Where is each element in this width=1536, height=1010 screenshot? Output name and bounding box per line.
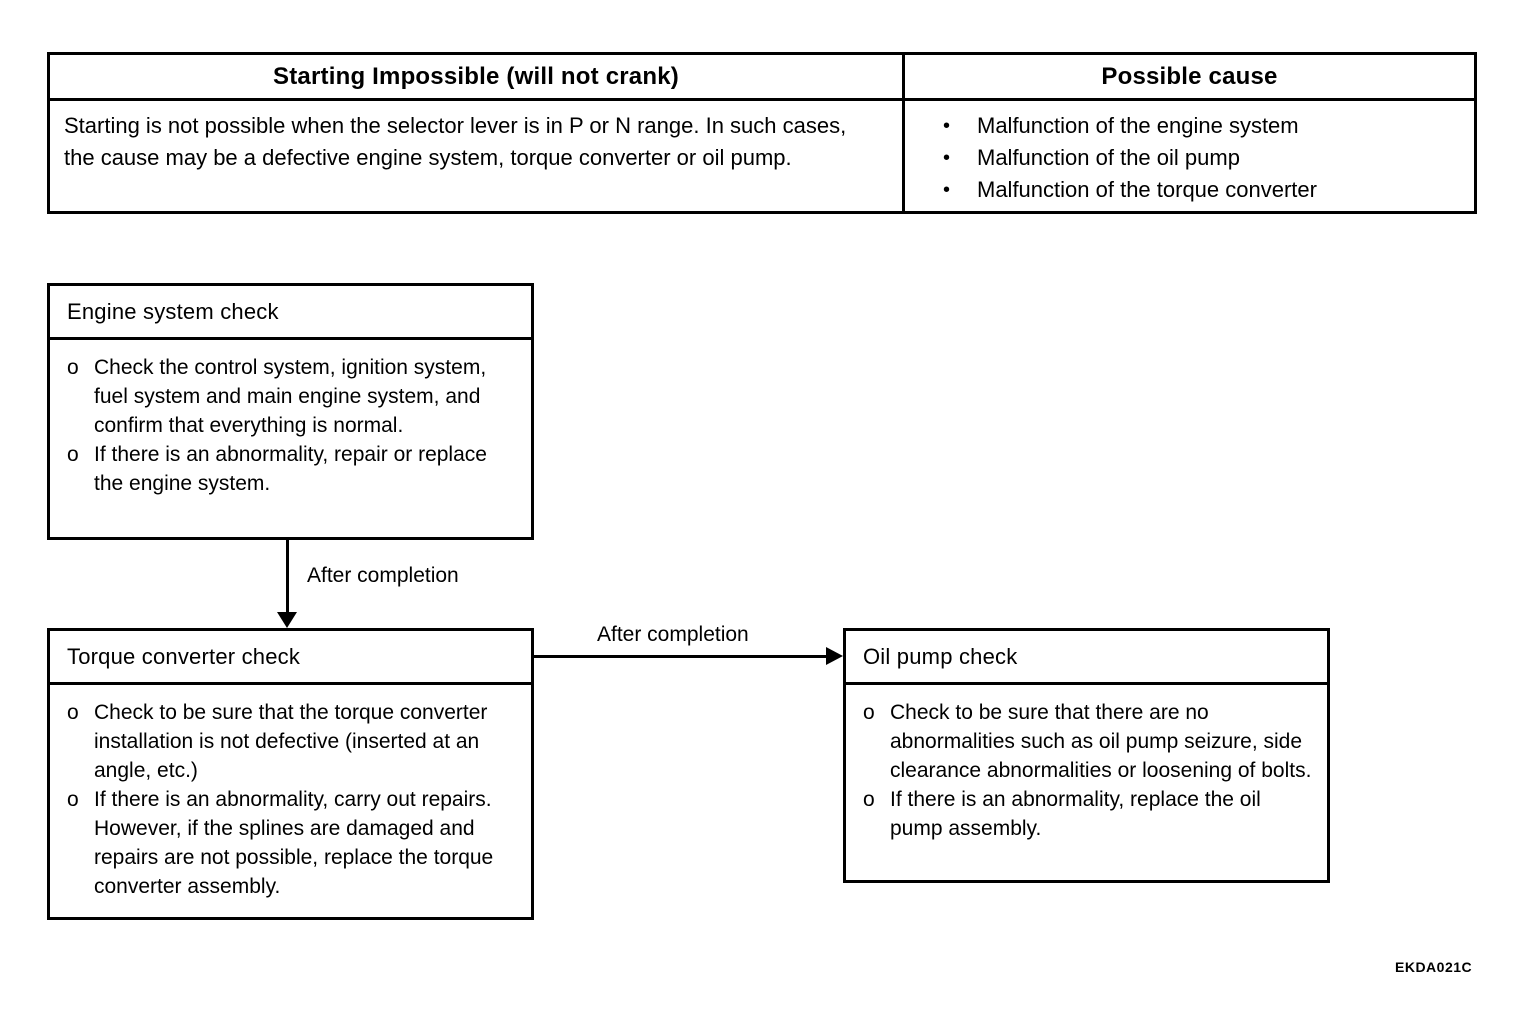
symptom-cause-table: Starting Impossible (will not crank) Pos… (47, 52, 1477, 214)
engine-check-steps: o Check the control system, ignition sys… (50, 340, 531, 514)
symptom-column-header: Starting Impossible (will not crank) (50, 55, 905, 101)
oil-pump-check-title: Oil pump check (846, 631, 1327, 685)
step-text: If there is an abnormality, repair or re… (94, 443, 487, 495)
step-text: Check to be sure that there are no abnor… (890, 701, 1312, 782)
check-step: o Check the control system, ignition sys… (67, 353, 519, 440)
torque-check-steps: o Check to be sure that the torque conve… (50, 685, 531, 917)
step-marker: o (67, 788, 79, 811)
check-step: o Check to be sure that the torque conve… (67, 698, 519, 785)
step-text: If there is an abnormality, replace the … (890, 788, 1261, 840)
step-text: Check the control system, ignition syste… (94, 356, 487, 437)
arrow-right-line (534, 655, 830, 658)
cause-list-item: • Malfunction of the engine system (943, 110, 1464, 142)
figure-code: EKDA021C (1395, 959, 1473, 975)
symptom-description: Starting is not possible when the select… (50, 101, 905, 211)
check-step: o If there is an abnormality, carry out … (67, 785, 519, 901)
oil-pump-check-box: Oil pump check o Check to be sure that t… (843, 628, 1330, 883)
step-marker: o (863, 788, 875, 811)
cause-text: Malfunction of the oil pump (977, 145, 1240, 170)
cause-text: Malfunction of the torque converter (977, 177, 1317, 202)
cause-list-item: • Malfunction of the torque converter (943, 174, 1464, 206)
after-completion-label-vertical: After completion (307, 564, 459, 587)
after-completion-label-horizontal: After completion (597, 623, 749, 646)
arrow-down-line (286, 540, 289, 616)
bullet-icon: • (943, 115, 951, 137)
step-marker: o (67, 356, 79, 379)
step-marker: o (67, 443, 79, 466)
check-step: o Check to be sure that there are no abn… (863, 698, 1315, 785)
oil-pump-check-steps: o Check to be sure that there are no abn… (846, 685, 1327, 859)
arrow-right-head-icon (826, 647, 843, 665)
cause-list: • Malfunction of the engine system • Mal… (905, 101, 1474, 211)
arrow-down-head-icon (277, 612, 297, 628)
bullet-icon: • (943, 179, 951, 201)
engine-system-check-box: Engine system check o Check the control … (47, 283, 534, 540)
step-marker: o (863, 701, 875, 724)
step-text: Check to be sure that the torque convert… (94, 701, 488, 782)
torque-converter-check-box: Torque converter check o Check to be sur… (47, 628, 534, 920)
check-step: o If there is an abnormality, repair or … (67, 440, 519, 498)
cause-list-item: • Malfunction of the oil pump (943, 142, 1464, 174)
engine-check-title: Engine system check (50, 286, 531, 340)
cause-text: Malfunction of the engine system (977, 113, 1299, 138)
step-marker: o (67, 701, 79, 724)
cause-column-header: Possible cause (905, 55, 1474, 101)
check-step: o If there is an abnormality, replace th… (863, 785, 1315, 843)
torque-check-title: Torque converter check (50, 631, 531, 685)
bullet-icon: • (943, 147, 951, 169)
step-text: If there is an abnormality, carry out re… (94, 788, 494, 898)
